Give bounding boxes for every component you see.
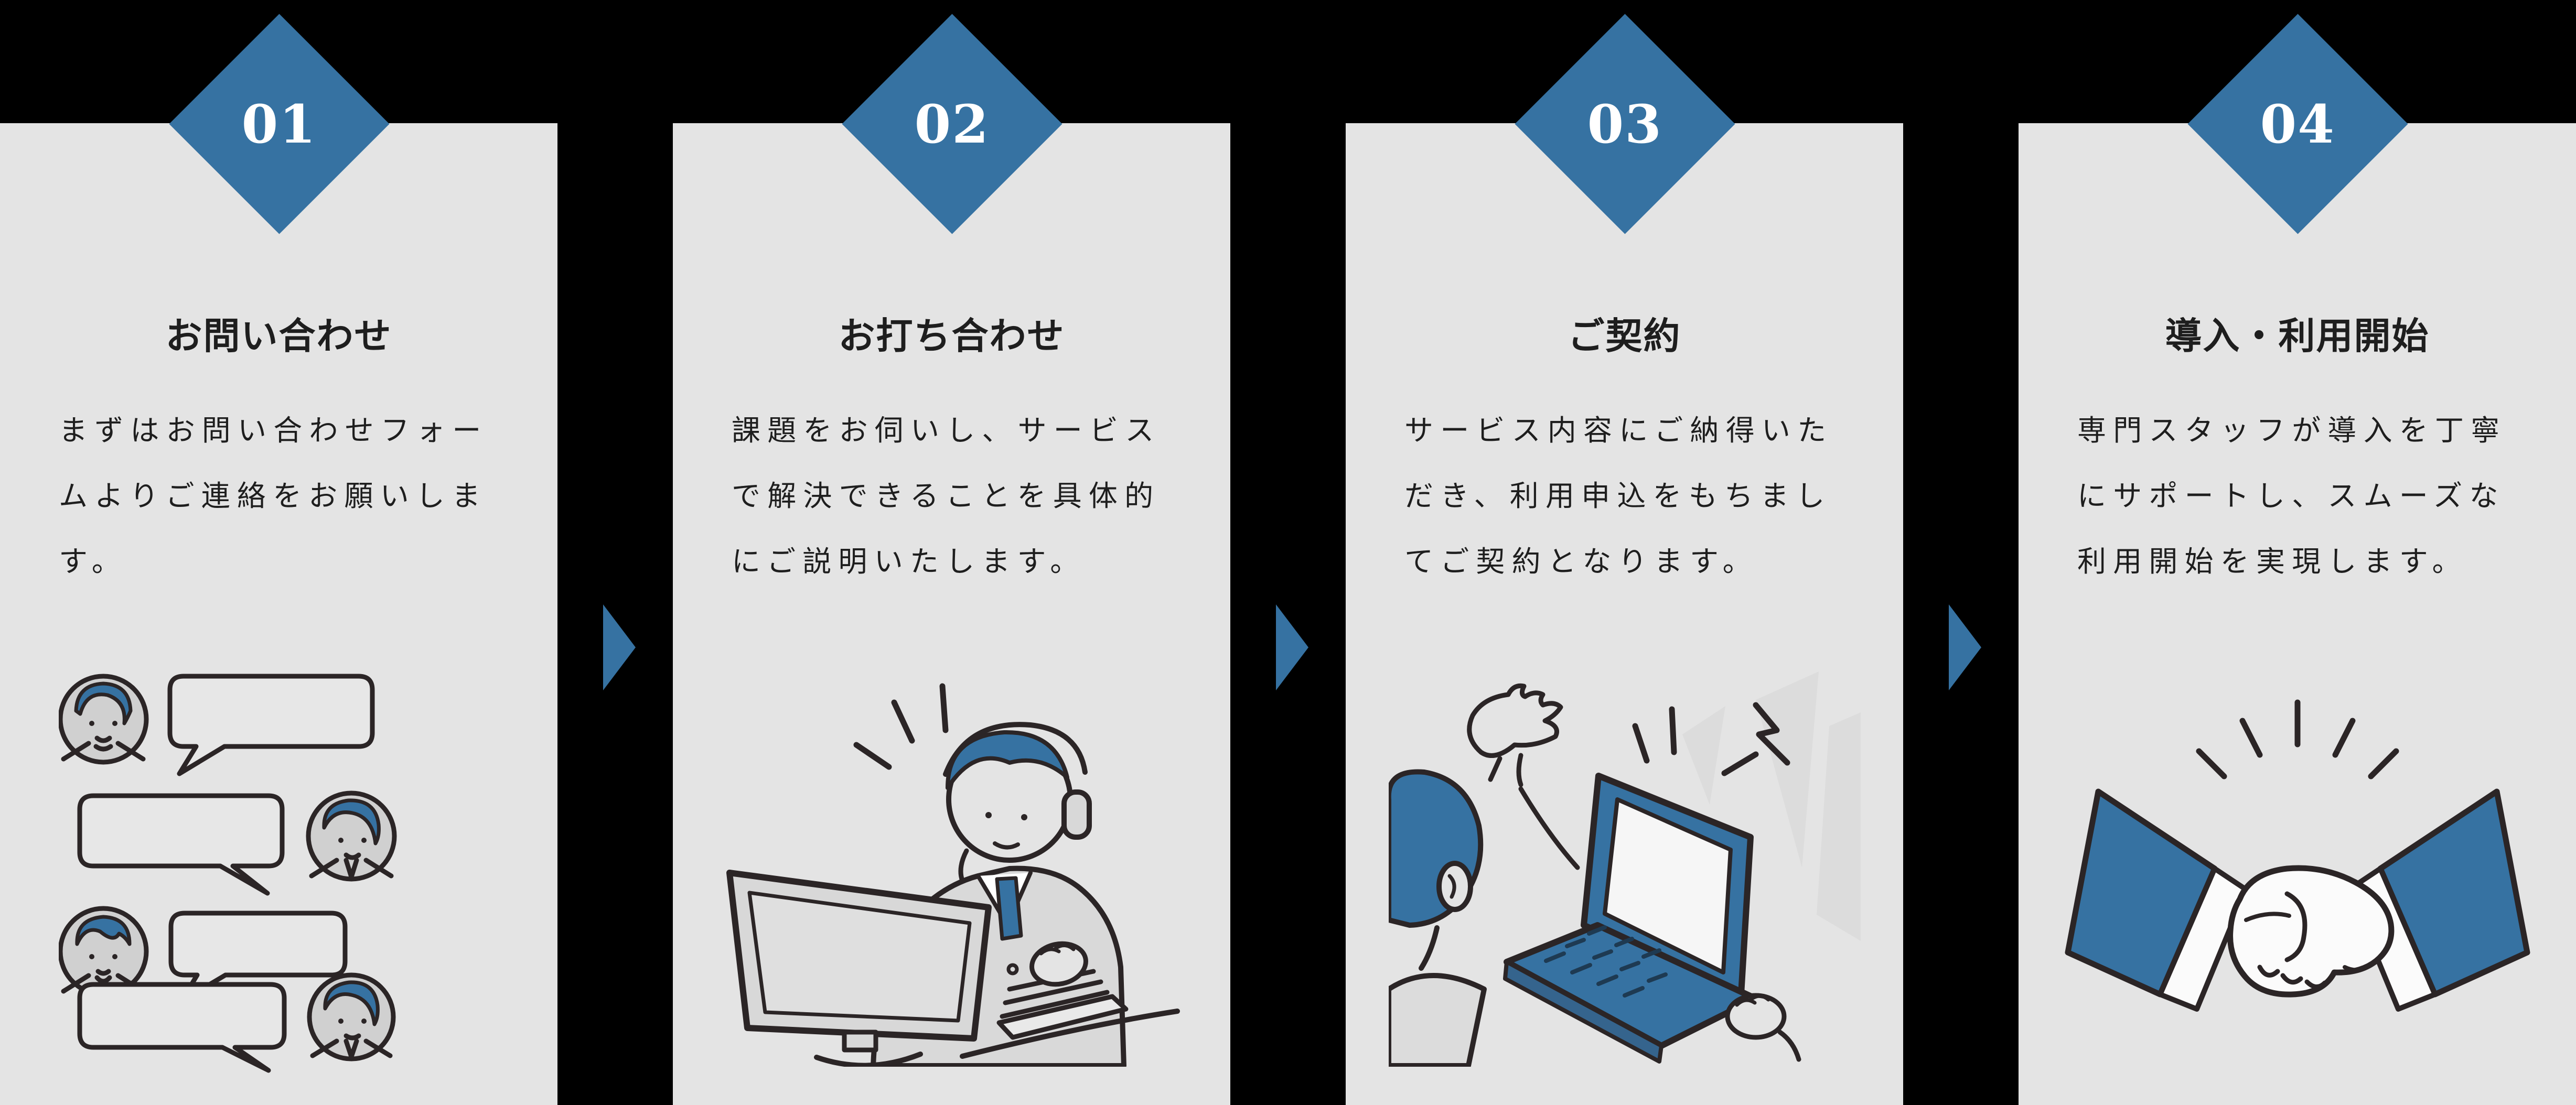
step-description-line: まずはお問い合わせフォー [59,414,488,447]
gesturing-hand [1466,683,1580,870]
desk-line [959,1009,1180,1059]
step-number-diamond: 02 [841,14,1062,234]
step-description-line: サービス内容にご納得いた [1404,414,1833,447]
step-card-2: 02 お打ち合わせ 課題をお伺いし、サービス で解決できることを具体的 にご説明… [673,14,1230,1105]
step-description-line: にご説明いたします。 [732,545,1086,578]
step-number-diamond: 04 [2187,14,2408,234]
step-card-4: 04 導入・利用開始 専門スタッフが導入を丁寧 にサポートし、スムーズな 利用開… [2019,14,2576,1105]
step-title: ご契約 [1568,316,1681,356]
step-title: お問い合わせ [165,316,392,356]
laptop [1502,773,1759,1064]
speech-bubble [77,793,284,896]
speech-bubble [77,982,286,1073]
monitor [726,870,992,1067]
step-description-line: 課題をお伺いし、サービス [732,414,1161,447]
step-number: 03 [1587,93,1662,155]
headset-icon [942,722,1088,777]
avatar-icon [58,906,148,997]
step-description: サービス内容にご納得いた だき、利用申込をもちまし てご契約となります。 [1404,398,1866,594]
step-number: 01 [241,93,317,155]
next-step-arrow [603,604,636,690]
step-description-line: す。 [59,545,127,578]
sparkle-lines [2196,699,2399,779]
typing-hand [1029,941,1088,987]
next-step-arrow [1276,604,1308,690]
step-number-diamond: 03 [1514,14,1735,234]
step-description-line: だき、利用申込をもちまし [1404,480,1832,512]
sparkle-lines [1632,702,1790,776]
step-description-line: にサポートし、スムーズな [2077,480,2505,512]
step-card-1: 01 お問い合わせ まずはお問い合わせフォー ムよりご連絡をお願いしま す。 [0,14,557,1105]
step-description-line: 利用開始を実現します。 [2077,545,2468,578]
step-title: お打ち合わせ [838,316,1065,356]
holding-hand [1725,993,1801,1062]
avatar-icon [307,972,395,1061]
clasped-hands [2227,865,2394,998]
step-number: 02 [914,93,990,155]
viewer-head [1388,769,1487,1067]
sparkle-lines [853,683,948,770]
support-agent-illustration [726,683,1180,1067]
step-number-diamond: 01 [168,14,390,234]
step-description-line: 専門スタッフが導入を丁寧 [2077,414,2507,447]
step-description: まずはお問い合わせフォー ムよりご連絡をお願いしま す。 [59,398,520,594]
headset-earcup [1061,789,1092,840]
step-description: 課題をお伺いし、サービス で解決できることを具体的 にご説明いたします。 [732,398,1193,594]
step-number: 04 [2260,93,2335,155]
next-step-arrow [1949,604,1981,690]
step-description: 専門スタッフが導入を丁寧 にサポートし、スムーズな 利用開始を実現します。 [2077,398,2539,594]
chat-conversation-illustration [58,674,396,1073]
left-cuff [2157,866,2249,1012]
step-description-line: で解決できることを具体的 [732,480,1161,512]
avatar-icon [306,790,396,882]
step-description-line: てご契約となります。 [1404,545,1758,578]
step-title: 導入・利用開始 [2165,316,2430,356]
necktie [995,876,1023,941]
background-accents [1682,671,1861,941]
avatar-icon [58,674,148,765]
handshake-illustration [2065,699,2530,1012]
laptop-presentation-illustration [1388,671,1861,1067]
step-card-3: 03 ご契約 サービス内容にご納得いた だき、利用申込をもちまし てご契約となり… [1346,14,1903,1105]
speech-bubble [167,674,374,776]
step-description-line: ムよりご連絡をお願いしま [59,480,488,512]
